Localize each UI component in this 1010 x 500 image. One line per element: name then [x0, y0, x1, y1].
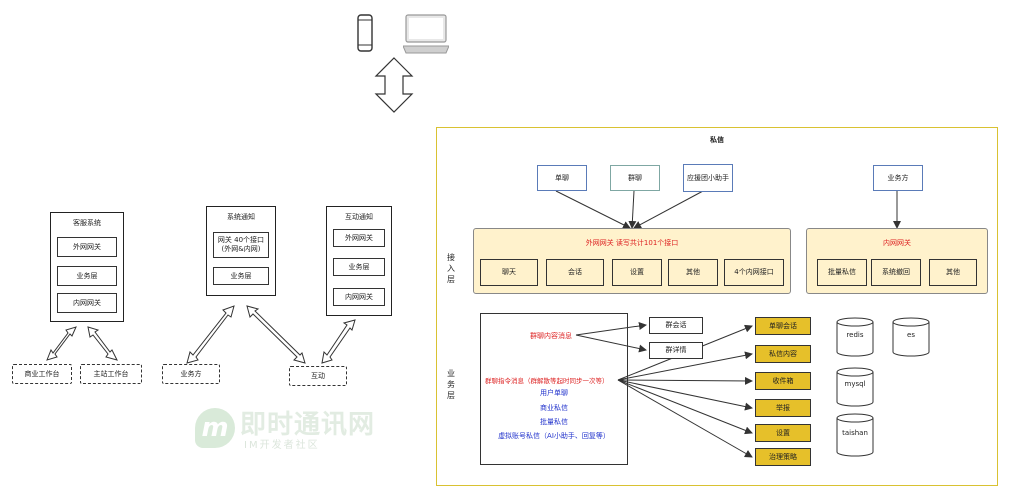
line-batch-msg: 批量私信	[540, 418, 568, 426]
business-logic-box	[480, 313, 628, 465]
int-gateway-title: 内网网关	[883, 239, 911, 247]
left-interact: 互动	[289, 366, 347, 386]
ext-item-chat: 聊天	[480, 259, 538, 286]
interact-ext-gateway: 外网网关	[333, 229, 385, 247]
sysnotify-gateway: 网关 40个接口 (外网&内网)	[213, 232, 269, 258]
group-command-msg: 群聊指令消息（群解散等起时同步一次等）	[485, 377, 609, 385]
sys-arrow-left	[186, 305, 235, 364]
business-layer-label: 业务层	[447, 369, 455, 400]
main-workbench: 主站工作台	[80, 364, 142, 384]
sysnotify-business-layer: 业务层	[213, 267, 269, 285]
interact-int-gateway: 内网网关	[333, 288, 385, 306]
interact-arrow	[321, 319, 356, 364]
source-fanclub-assistant: 应援团小助手	[683, 164, 733, 192]
interact-title: 互动通知	[345, 213, 373, 221]
watermark-sub: IM开发者社区	[244, 440, 320, 451]
int-item-batch-msg: 批量私信	[817, 259, 867, 286]
store-mysql-cylinder-icon	[836, 367, 874, 407]
store-taishan-label: taishan	[842, 429, 868, 437]
int-item-system-recall: 系统撤回	[871, 259, 921, 286]
kefu-system-title: 客服系统	[73, 219, 101, 227]
kefu-arrow-left	[46, 326, 77, 361]
group-content-msg: 群聊内容消息	[530, 332, 572, 340]
target-group-detail: 群详情	[649, 342, 703, 359]
watermark-main: 即时通讯网	[240, 410, 376, 440]
top-double-arrow	[374, 57, 414, 113]
line-user-single-chat: 用户单聊	[540, 389, 568, 397]
kefu-business-layer: 业务层	[57, 266, 117, 286]
ext-item-internal-apis: 4个内网接口	[724, 259, 784, 286]
private-title: 私信	[710, 136, 724, 144]
sysnotify-title: 系统通知	[227, 213, 255, 221]
store-redis-cylinder-icon	[836, 317, 874, 357]
ext-gateway-title: 外网网关 读写共计101个接口	[585, 239, 679, 247]
store-taishan-cylinder-icon	[836, 413, 874, 457]
laptop-icon	[402, 14, 450, 54]
interact-business-layer: 业务层	[333, 258, 385, 276]
kefu-ext-gateway: 外网网关	[57, 237, 117, 257]
target-inbox: 收件箱	[755, 372, 811, 390]
source-group-chat: 群聊	[610, 165, 660, 191]
store-mysql-label: mysql	[844, 380, 866, 388]
biz-workbench: 商业工作台	[12, 364, 72, 384]
kefu-arrow-right	[87, 326, 118, 361]
line-virtual-account-msg: 虚拟账号私信（AI小助手、回复等）	[498, 432, 610, 440]
ext-item-session: 会话	[546, 259, 604, 286]
access-layer-label: 接入层	[447, 253, 455, 284]
store-es-cylinder-icon	[892, 317, 930, 357]
left-biz-party: 业务方	[162, 364, 220, 384]
store-es-label: es	[907, 331, 915, 339]
int-item-other: 其他	[929, 259, 977, 286]
ext-item-settings: 设置	[612, 259, 662, 286]
line-commercial-msg: 商业私信	[540, 404, 568, 412]
source-single-chat: 单聊	[537, 165, 587, 191]
watermark-logo-icon: m	[195, 408, 235, 448]
target-governance: 治理策略	[755, 448, 811, 466]
source-biz-party: 业务方	[873, 165, 923, 191]
ext-item-other: 其他	[668, 259, 718, 286]
watermark-logo-letter: m	[201, 413, 229, 443]
store-redis-label: redis	[846, 331, 864, 339]
phone-icon	[357, 14, 373, 52]
sys-arrow-right	[246, 305, 306, 364]
kefu-int-gateway: 内网网关	[57, 293, 117, 313]
target-msg-content: 私信内容	[755, 345, 811, 363]
target-report: 举报	[755, 399, 811, 417]
target-settings: 设置	[755, 424, 811, 442]
target-group-session: 群会话	[649, 317, 703, 334]
private-container	[436, 127, 998, 486]
target-single-session: 单聊会话	[755, 317, 811, 335]
